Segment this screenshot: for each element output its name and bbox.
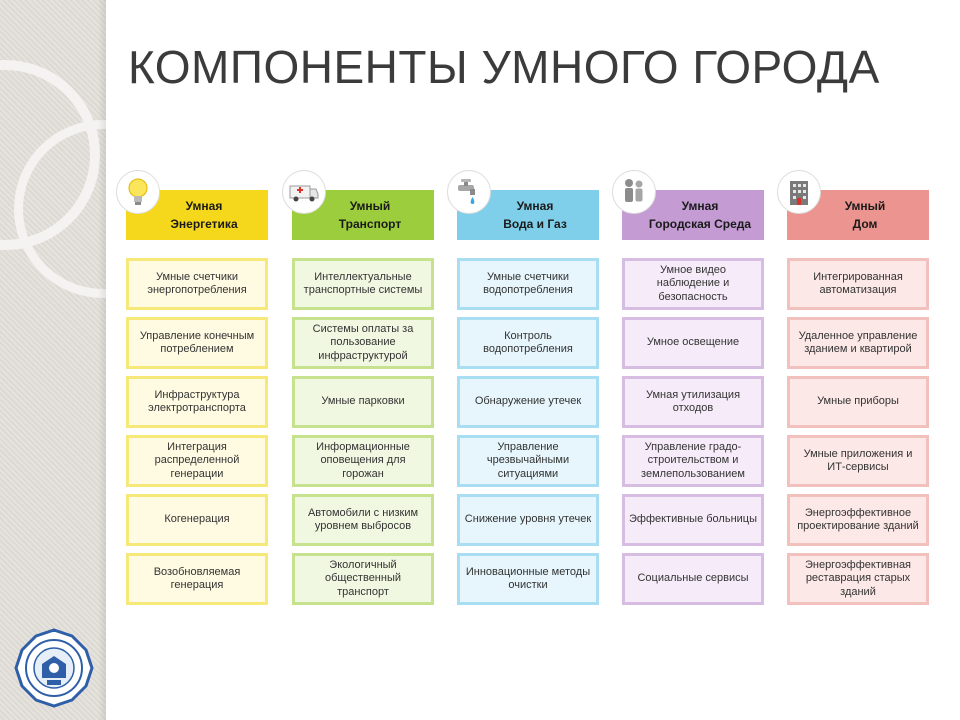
header-line: Умная [681, 199, 719, 213]
list-item: Умное освещение [622, 317, 764, 369]
header-line: Умная [516, 199, 554, 213]
list-item: Эффективные больницы [622, 494, 764, 546]
list-item: Управление градо-строительством и землеп… [622, 435, 764, 487]
list-item: Умные счетчики энергопотребления [126, 258, 268, 310]
list-item: Удаленное управление зданием и квартирой [787, 317, 929, 369]
list-item: Энергоэффективная реставрация старых зда… [787, 553, 929, 605]
list-item: Управление конечным потреблением [126, 317, 268, 369]
list-item: Автомобили с низким уровнем выбросов [292, 494, 434, 546]
list-item: Экологичный общественный транспорт [292, 553, 434, 605]
people-icon [612, 170, 656, 214]
list-item: Когенерация [126, 494, 268, 546]
header-line: Вода и Газ [503, 217, 567, 231]
list-item: Системы оплаты за пользование инфраструк… [292, 317, 434, 369]
ambulance-icon [282, 170, 326, 214]
list-item: Умные парковки [292, 376, 434, 428]
list-item: Снижение уровня утечек [457, 494, 599, 546]
decorative-side-band [0, 0, 106, 720]
list-item: Умное видео наблюдение и безопасность [622, 258, 764, 310]
header-line: Умная [185, 199, 223, 213]
list-item: Обнаружение утечек [457, 376, 599, 428]
building-icon [777, 170, 821, 214]
list-item: Инновационные методы очистки [457, 553, 599, 605]
list-item: Умная утилизация отходов [622, 376, 764, 428]
header-line: Энергетика [170, 217, 238, 231]
lightbulb-icon [116, 170, 160, 214]
list-item: Умные приложения и ИТ-сервисы [787, 435, 929, 487]
list-item: Интеграция распределенной генерации [126, 435, 268, 487]
header-line: Транспорт [338, 217, 402, 231]
page-title: КОМПОНЕНТЫ УМНОГО ГОРОДА [128, 41, 880, 93]
list-item: Социальные сервисы [622, 553, 764, 605]
header-line: Умный [844, 199, 886, 213]
band-shadow [98, 0, 106, 720]
list-item: Информационные оповещения для горожан [292, 435, 434, 487]
university-seal-logo [14, 628, 94, 708]
list-item: Интеллектуальные транспортные системы [292, 258, 434, 310]
list-item: Управление чрезвычайными ситуациями [457, 435, 599, 487]
header-line: Дом [852, 217, 878, 231]
list-item: Инфраструктура электротранспорта [126, 376, 268, 428]
faucet-icon [447, 170, 491, 214]
header-line: Городская Среда [648, 217, 752, 231]
list-item: Контроль водопотребления [457, 317, 599, 369]
list-item: Умные счетчики водопотребления [457, 258, 599, 310]
header-line: Умный [349, 199, 391, 213]
list-item: Возобновляемая генерация [126, 553, 268, 605]
list-item: Энергоэффективное проектирование зданий [787, 494, 929, 546]
list-item: Умные приборы [787, 376, 929, 428]
list-item: Интегрированная автоматизация [787, 258, 929, 310]
